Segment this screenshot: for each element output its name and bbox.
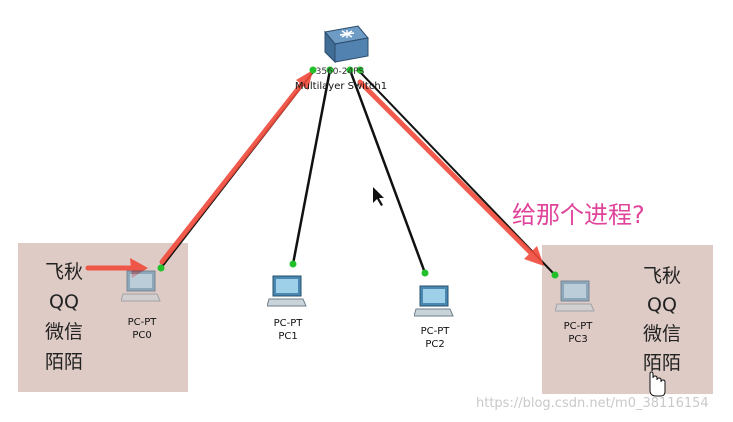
csdn-watermark: https://blog.csdn.net/m0_38116154 xyxy=(476,396,709,411)
left-app-qq: QQ xyxy=(49,291,79,313)
switch-name-label: Multilayer Switch1 xyxy=(294,81,388,92)
pc2-name-label: PC2 xyxy=(425,339,445,350)
link-pc2-switch[interactable] xyxy=(348,69,427,274)
right-app-wechat: 微信 xyxy=(642,323,681,345)
hand-cursor-icon xyxy=(649,371,666,397)
pc2-icon[interactable] xyxy=(414,283,454,319)
port-dots xyxy=(157,66,559,279)
link-pc1-switch[interactable] xyxy=(291,69,332,265)
pc1-name-label: PC1 xyxy=(278,331,298,342)
pc3-name-label: PC3 xyxy=(568,334,588,345)
right-app-momo: 陌陌 xyxy=(642,352,681,374)
mouse-pointer-icon xyxy=(373,187,384,206)
switch-model-label: 3560-24PS xyxy=(315,67,365,77)
pc3-icon[interactable] xyxy=(555,278,595,314)
pc0-type-label: PC-PT xyxy=(127,317,157,328)
right-app-box xyxy=(542,245,713,394)
right-app-feiqiu: 飞秋 xyxy=(642,265,681,287)
left-app-wechat: 微信 xyxy=(44,321,83,343)
left-app-feiqiu: 飞秋 xyxy=(44,261,83,283)
red-arrows xyxy=(85,70,544,278)
pc1-icon[interactable] xyxy=(267,273,307,309)
multilayer-switch-icon[interactable] xyxy=(324,25,369,64)
pc2-type-label: PC-PT xyxy=(420,326,450,337)
pc0-icon[interactable] xyxy=(121,268,161,304)
pc0-name-label: PC0 xyxy=(132,330,152,341)
left-app-momo: 陌陌 xyxy=(44,351,83,373)
pc3-type-label: PC-PT xyxy=(563,321,593,332)
process-question-annotation: 给那个进程? xyxy=(512,201,645,229)
right-app-qq: QQ xyxy=(647,294,677,316)
pc1-type-label: PC-PT xyxy=(273,318,303,329)
